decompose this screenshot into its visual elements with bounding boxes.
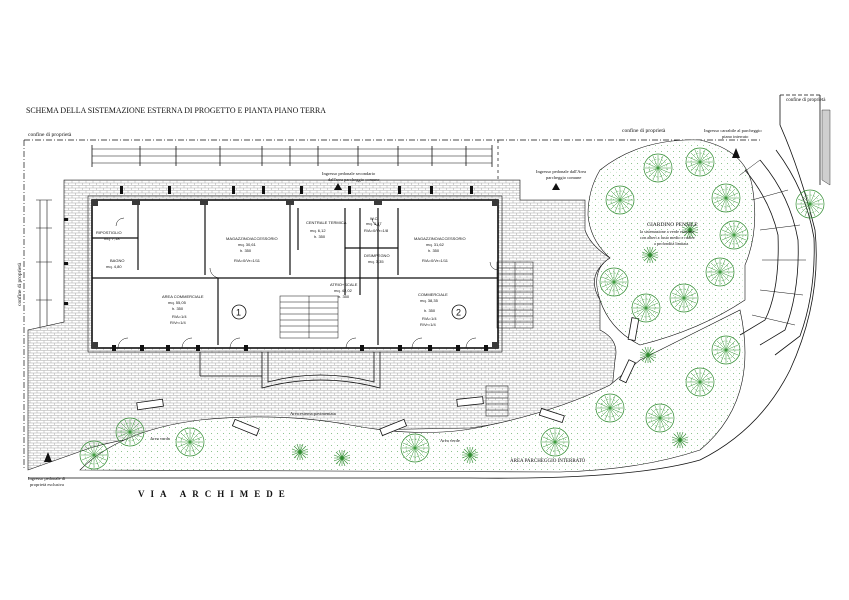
room-magazzino-1: MAGAZZINO/ACCESSORIO bbox=[226, 236, 278, 241]
room-centrale-area: mq. 6,12 bbox=[310, 228, 326, 233]
entrance-ramp-label-2: piano interrato bbox=[722, 134, 749, 139]
entrance-exclusive-label-2: proprietà esclusiva bbox=[30, 482, 64, 487]
green-area-label-left: Area verde bbox=[150, 436, 170, 441]
room-commerciale-2-height: h. 350 bbox=[424, 308, 436, 313]
room-commerciale-1: AREA COMMERCIALE bbox=[162, 294, 204, 299]
room-magazzino-2-area: mq. 31,62 bbox=[426, 242, 445, 247]
garden-desc-2: con alberi a fusto medio e radice bbox=[640, 235, 695, 240]
room-commerciale-2-area: mq. 38,35 bbox=[420, 298, 439, 303]
entrance-secondary-label: Ingresso pedonale secondario bbox=[322, 171, 376, 176]
room-commerciale-2-ratio1: R/A=1/4 bbox=[422, 316, 437, 321]
boundary-label-top-left: confine di proprietà bbox=[28, 131, 72, 138]
ramp-curve bbox=[28, 94, 821, 479]
boundary-label-right: confine di proprietà bbox=[786, 98, 826, 103]
benches bbox=[136, 317, 640, 437]
garden-desc-3: a profondità limitata bbox=[654, 241, 688, 246]
room-disimpegno: DISIMPEGNO bbox=[364, 253, 390, 258]
marker-arrows bbox=[44, 148, 740, 462]
ramp-wall-hatch bbox=[821, 109, 831, 186]
unit-markers: 1 2 bbox=[231, 304, 467, 320]
room-bagno: BAGNO bbox=[110, 258, 124, 263]
entrance-ramp-label: Ingresso carrabile al parcheggio bbox=[704, 128, 762, 133]
room-magazzino-1-ratio: R/A=0/Vr=1/11 bbox=[234, 258, 261, 263]
room-ripostiglio-area: mq. 7,18 bbox=[104, 236, 120, 241]
room-wc-ratio: R/A=0/Vr=1/8 bbox=[364, 228, 389, 233]
street-label: VIA ARCHIMEDE bbox=[138, 489, 291, 499]
door-swings bbox=[115, 217, 499, 349]
room-wc: W.C. bbox=[370, 216, 379, 221]
room-centrale: CENTRALE TERMICA bbox=[306, 220, 347, 225]
unit-label-2: 2 bbox=[456, 308, 461, 318]
entrance-canopy bbox=[199, 352, 381, 389]
room-magazzino-1-area: mq. 30,61 bbox=[238, 242, 257, 247]
stairwell bbox=[279, 295, 339, 339]
room-commerciale-2-ratio2: R/Vr=1/4 bbox=[420, 322, 437, 327]
room-commerciale-1-height: h. 350 bbox=[172, 306, 184, 311]
room-atrio-area: mq. 42,02 bbox=[334, 288, 353, 293]
room-commerciale-1-area: mq. 55,05 bbox=[168, 300, 187, 305]
room-magazzino-2-ratio: R/A=0/Vr=1/11 bbox=[422, 258, 449, 263]
room-centrale-height: h. 350 bbox=[314, 234, 326, 239]
boundary-label-left: confine di proprietà bbox=[16, 262, 23, 306]
garden-desc-1: la sistemazione a verde esistente bbox=[640, 229, 695, 234]
room-magazzino-2-height: h. 350 bbox=[428, 248, 440, 253]
room-commerciale-2: COMMERCIALE bbox=[418, 292, 448, 297]
room-magazzino-2: MAGAZZINO/ACCESSORIO bbox=[414, 236, 466, 241]
unit-label-1: 1 bbox=[236, 308, 241, 318]
external-stair-right bbox=[496, 261, 534, 329]
room-magazzino-1-height: h. 350 bbox=[240, 248, 252, 253]
room-atrio: ATRIO+SCALE bbox=[330, 282, 358, 287]
entrance-secondary-label-2: dall'area parcheggio comune bbox=[328, 177, 380, 182]
room-commerciale-1-ratio2: R/Vr=1/4 bbox=[170, 320, 187, 325]
entrance-area-label: Ingresso pedonale dall'Area bbox=[536, 169, 586, 174]
window-marks bbox=[64, 186, 488, 351]
paved-area-label: Area esterna pavimentata bbox=[290, 411, 336, 416]
entrance-exclusive-label: Ingresso pedonale di bbox=[28, 476, 66, 481]
green-area-label-mid: Area verde bbox=[440, 438, 460, 443]
room-atrio-height: h. 350 bbox=[338, 294, 350, 299]
room-wc-area: mq. 3,47 bbox=[366, 221, 382, 226]
garden-title: GIARDINO PENSILE bbox=[647, 222, 698, 228]
room-bagno-area: mq. 4,80 bbox=[106, 264, 122, 269]
external-stair-lower bbox=[485, 385, 509, 417]
room-labels: RIPOSTIGLIO mq. 7,18 BAGNO mq. 4,80 MAGA… bbox=[96, 216, 466, 327]
room-disimpegno-area: mq. 3,35 bbox=[368, 259, 384, 264]
boundary-label-top-right: confine di proprietà bbox=[622, 127, 666, 134]
garden-area bbox=[587, 139, 756, 346]
entrance-area-label-2: parcheggio comune bbox=[546, 175, 581, 180]
building-outline bbox=[87, 195, 503, 353]
room-commerciale-1-ratio1: R/A=1/4 bbox=[172, 314, 187, 319]
parking-label: AREA PARCHEGGIO INTERRATO bbox=[510, 459, 586, 464]
drawing-title: SCHEMA DELLA SISTEMAZIONE ESTERNA DI PRO… bbox=[26, 105, 327, 115]
room-ripostiglio: RIPOSTIGLIO bbox=[96, 230, 122, 235]
